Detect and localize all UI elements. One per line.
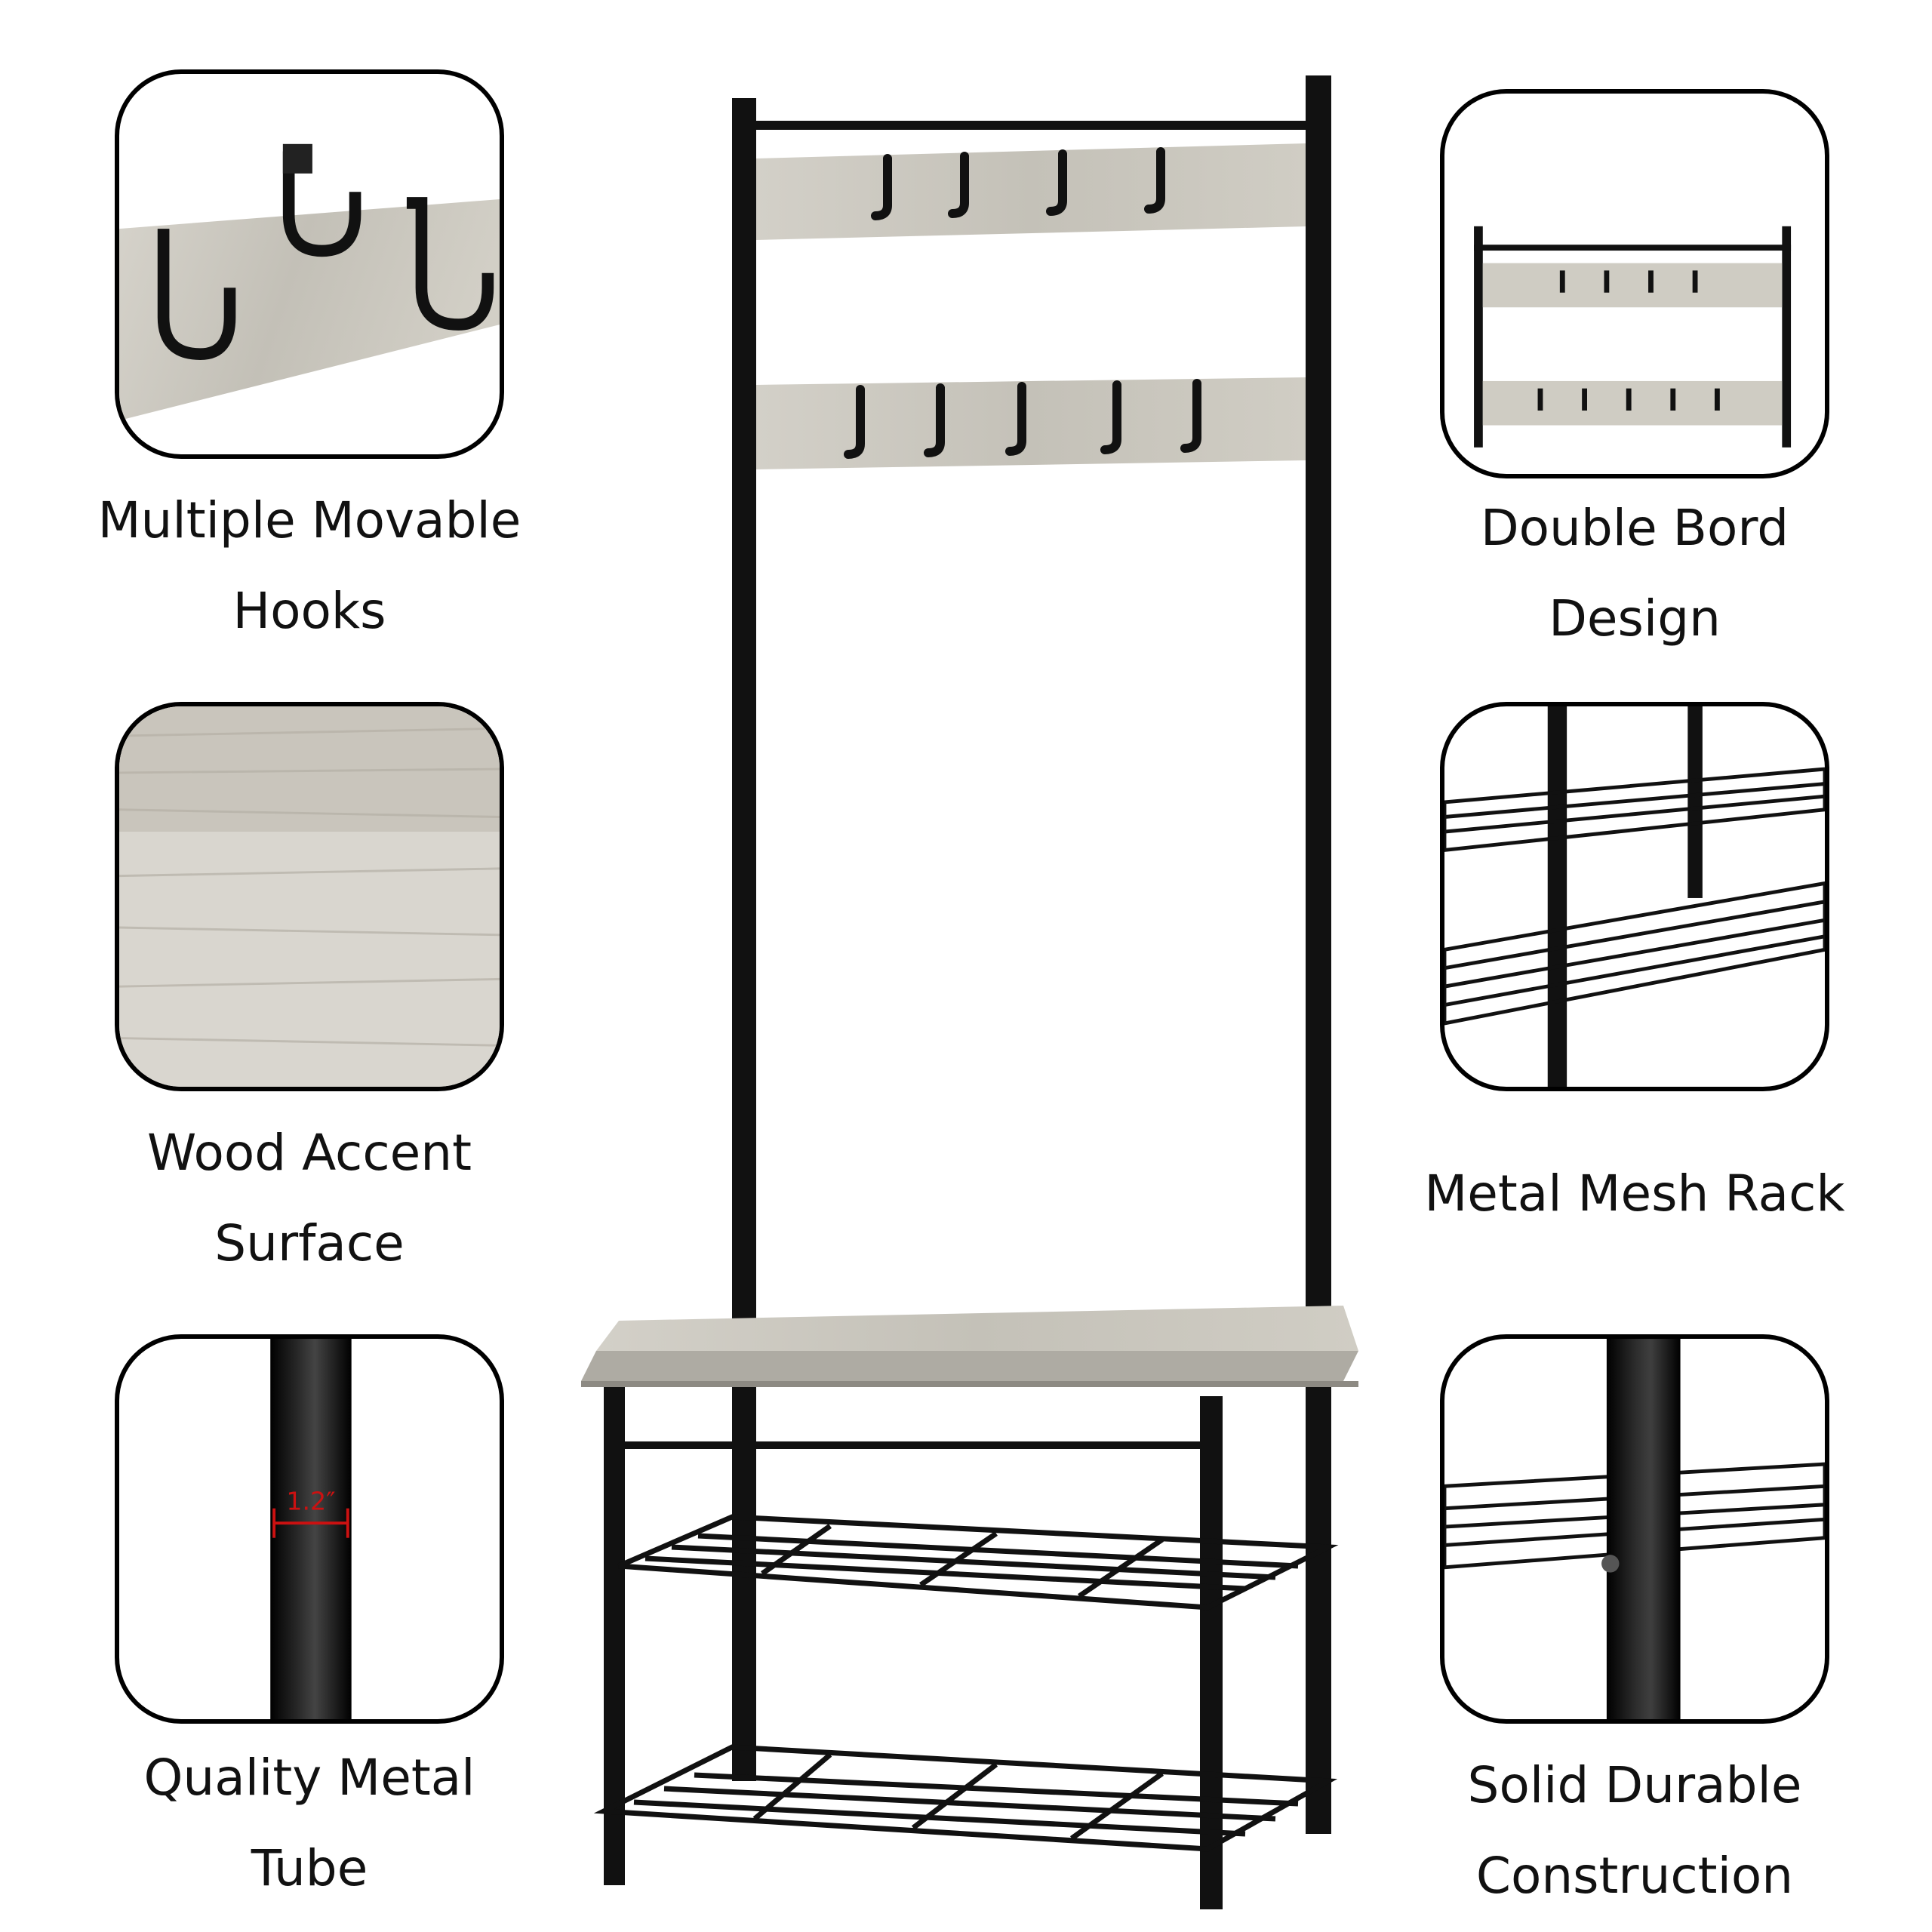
- solid-construction-panel: [1440, 1334, 1829, 1724]
- tube-caption-line2: Tube: [251, 1839, 368, 1897]
- hooks-caption: Multiple Movable Hooks: [45, 475, 574, 657]
- shoe-shelf-upper: [617, 1514, 1339, 1611]
- tube-detail-image: 1.2″: [270, 1339, 352, 1719]
- double-board-panel: [1440, 89, 1829, 478]
- tube-caption: Quality Metal Tube: [45, 1733, 574, 1914]
- tube-detail-panel: 1.2″: [115, 1334, 504, 1724]
- shoe-shelf-lower: [593, 1744, 1338, 1852]
- bench-seat: [581, 1306, 1358, 1387]
- solid-construction-caption-line2: Construction: [1475, 1847, 1794, 1905]
- solid-construction-caption: Solid Durable Construction: [1371, 1740, 1899, 1921]
- bench-frame: [604, 1387, 1328, 1909]
- wood-caption: Wood Accent Surface: [45, 1108, 574, 1289]
- hall-tree-illustration: [581, 75, 1358, 1909]
- tube-caption-line1: Quality Metal: [143, 1749, 475, 1807]
- mesh-rack-image: [1444, 706, 1825, 1087]
- wood-caption-line2: Surface: [214, 1214, 405, 1272]
- wood-detail-panel: [115, 702, 504, 1091]
- wood-detail-image: [119, 706, 500, 1087]
- tube-dimension-label: 1.2″: [286, 1487, 335, 1516]
- mesh-rack-caption: Metal Mesh Rack: [1371, 1149, 1899, 1239]
- wood-caption-line1: Wood Accent: [147, 1124, 472, 1182]
- mesh-rack-caption-line1: Metal Mesh Rack: [1424, 1164, 1845, 1223]
- solid-construction-caption-line1: Solid Durable: [1467, 1756, 1802, 1814]
- double-board-caption-line1: Double Bord: [1480, 499, 1789, 557]
- hook-board-top: [756, 143, 1306, 240]
- hooks-detail-panel: [115, 69, 504, 459]
- hall-tree-product-image: [528, 53, 1404, 1917]
- double-board-caption: Double Bord Design: [1371, 483, 1899, 664]
- solid-construction-image: [1444, 1339, 1825, 1719]
- frame-uprights: [732, 75, 1331, 1834]
- hook-board-bottom: [756, 377, 1306, 469]
- hooks-detail-image: [119, 143, 500, 421]
- hooks-caption-line1: Multiple Movable: [97, 491, 521, 549]
- mesh-rack-panel: [1440, 702, 1829, 1091]
- double-board-caption-line2: Design: [1549, 589, 1721, 648]
- hooks-caption-line2: Hooks: [232, 582, 386, 640]
- double-board-image: [1474, 226, 1792, 448]
